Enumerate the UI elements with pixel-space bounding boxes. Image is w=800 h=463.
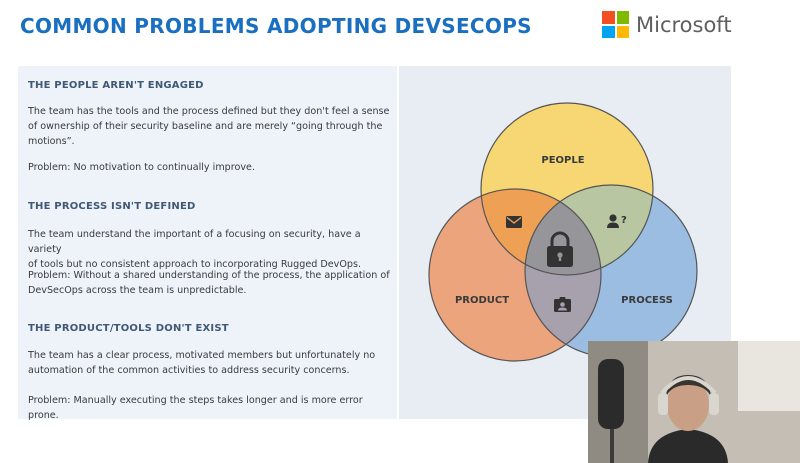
venn-label-people: PEOPLE (541, 155, 584, 166)
slide-title: COMMON PROBLEMS ADOPTING DEVSECOPS (20, 14, 532, 38)
presenter-webcam (588, 341, 800, 463)
venn-outline-product (428, 188, 602, 362)
venn-outline-people (480, 102, 654, 276)
person-head (609, 214, 617, 222)
logo-square-red (602, 11, 615, 24)
body-line: of ownership of their security baseline … (28, 121, 383, 132)
lock-icon (547, 231, 573, 267)
id-card-icon (554, 297, 571, 312)
person-body (607, 222, 619, 228)
section-problem-people: Problem: No motivation to continually im… (28, 162, 255, 173)
venn-center-clip-b (525, 189, 601, 275)
headphones-left (658, 393, 668, 415)
venn-outlines (428, 102, 698, 362)
presenter-torso (648, 429, 728, 463)
body-line: automation of the common activities to a… (28, 365, 350, 376)
question-mark: ? (621, 215, 627, 226)
section-problem-process: Problem: Without a shared understanding … (28, 268, 390, 298)
microsoft-brand: Microsoft (602, 11, 732, 38)
microsoft-logo-icon (602, 11, 629, 38)
webcam-feed (588, 341, 800, 463)
section-heading-people: THE PEOPLE AREN'T ENGAGED (28, 80, 204, 91)
body-line: The team has a clear process, motivated … (28, 350, 376, 361)
section-heading-process: THE PROCESS ISN'T DEFINED (28, 201, 196, 212)
venn-label-process: PROCESS (621, 295, 673, 306)
webcam-window-light (738, 341, 800, 411)
microphone-stand (610, 429, 614, 463)
section-body-process: The team understand the important of a f… (28, 227, 390, 272)
section-problem-product: Problem: Manually executing the steps ta… (28, 395, 363, 421)
presenter-face (667, 379, 709, 431)
card-face (560, 302, 565, 307)
venn-diagram: PEOPLE PRODUCT PROCESS ? (428, 102, 698, 362)
lock-keyhole-slot (558, 255, 562, 261)
card-shoulders (558, 307, 567, 311)
problem-line: DevSecOps across the team is unpredictab… (28, 285, 247, 296)
headphones-band (660, 376, 717, 395)
body-line: of tools but no consistent approach to i… (28, 259, 362, 270)
webcam-microphone (598, 359, 624, 429)
person-question-icon: ? (607, 214, 627, 228)
venn-center-clip-a (525, 189, 601, 275)
section-body-product: The team has a clear process, motivated … (28, 348, 390, 378)
body-line: motions”. (28, 136, 75, 147)
card-clip (559, 297, 566, 300)
venn-label-product: PRODUCT (455, 295, 509, 306)
logo-square-blue (602, 25, 615, 38)
problem-line: Problem: Without a shared understanding … (28, 270, 390, 281)
section-body-people: The team has the tools and the process d… (28, 104, 390, 149)
lock-shackle (550, 231, 570, 246)
body-line: The team has the tools and the process d… (28, 106, 390, 117)
logo-square-green (616, 11, 629, 24)
problems-panel (18, 66, 397, 419)
section-heading-product: THE PRODUCT/TOOLS DON'T EXIST (28, 323, 229, 334)
logo-square-yellow (616, 25, 629, 38)
brand-name: Microsoft (636, 12, 732, 37)
venn-overlap-center (525, 189, 601, 275)
envelope-icon (506, 216, 522, 228)
body-line: The team understand the important of a f… (28, 229, 361, 255)
headphones-right (709, 393, 719, 415)
envelope-flap (506, 216, 522, 224)
